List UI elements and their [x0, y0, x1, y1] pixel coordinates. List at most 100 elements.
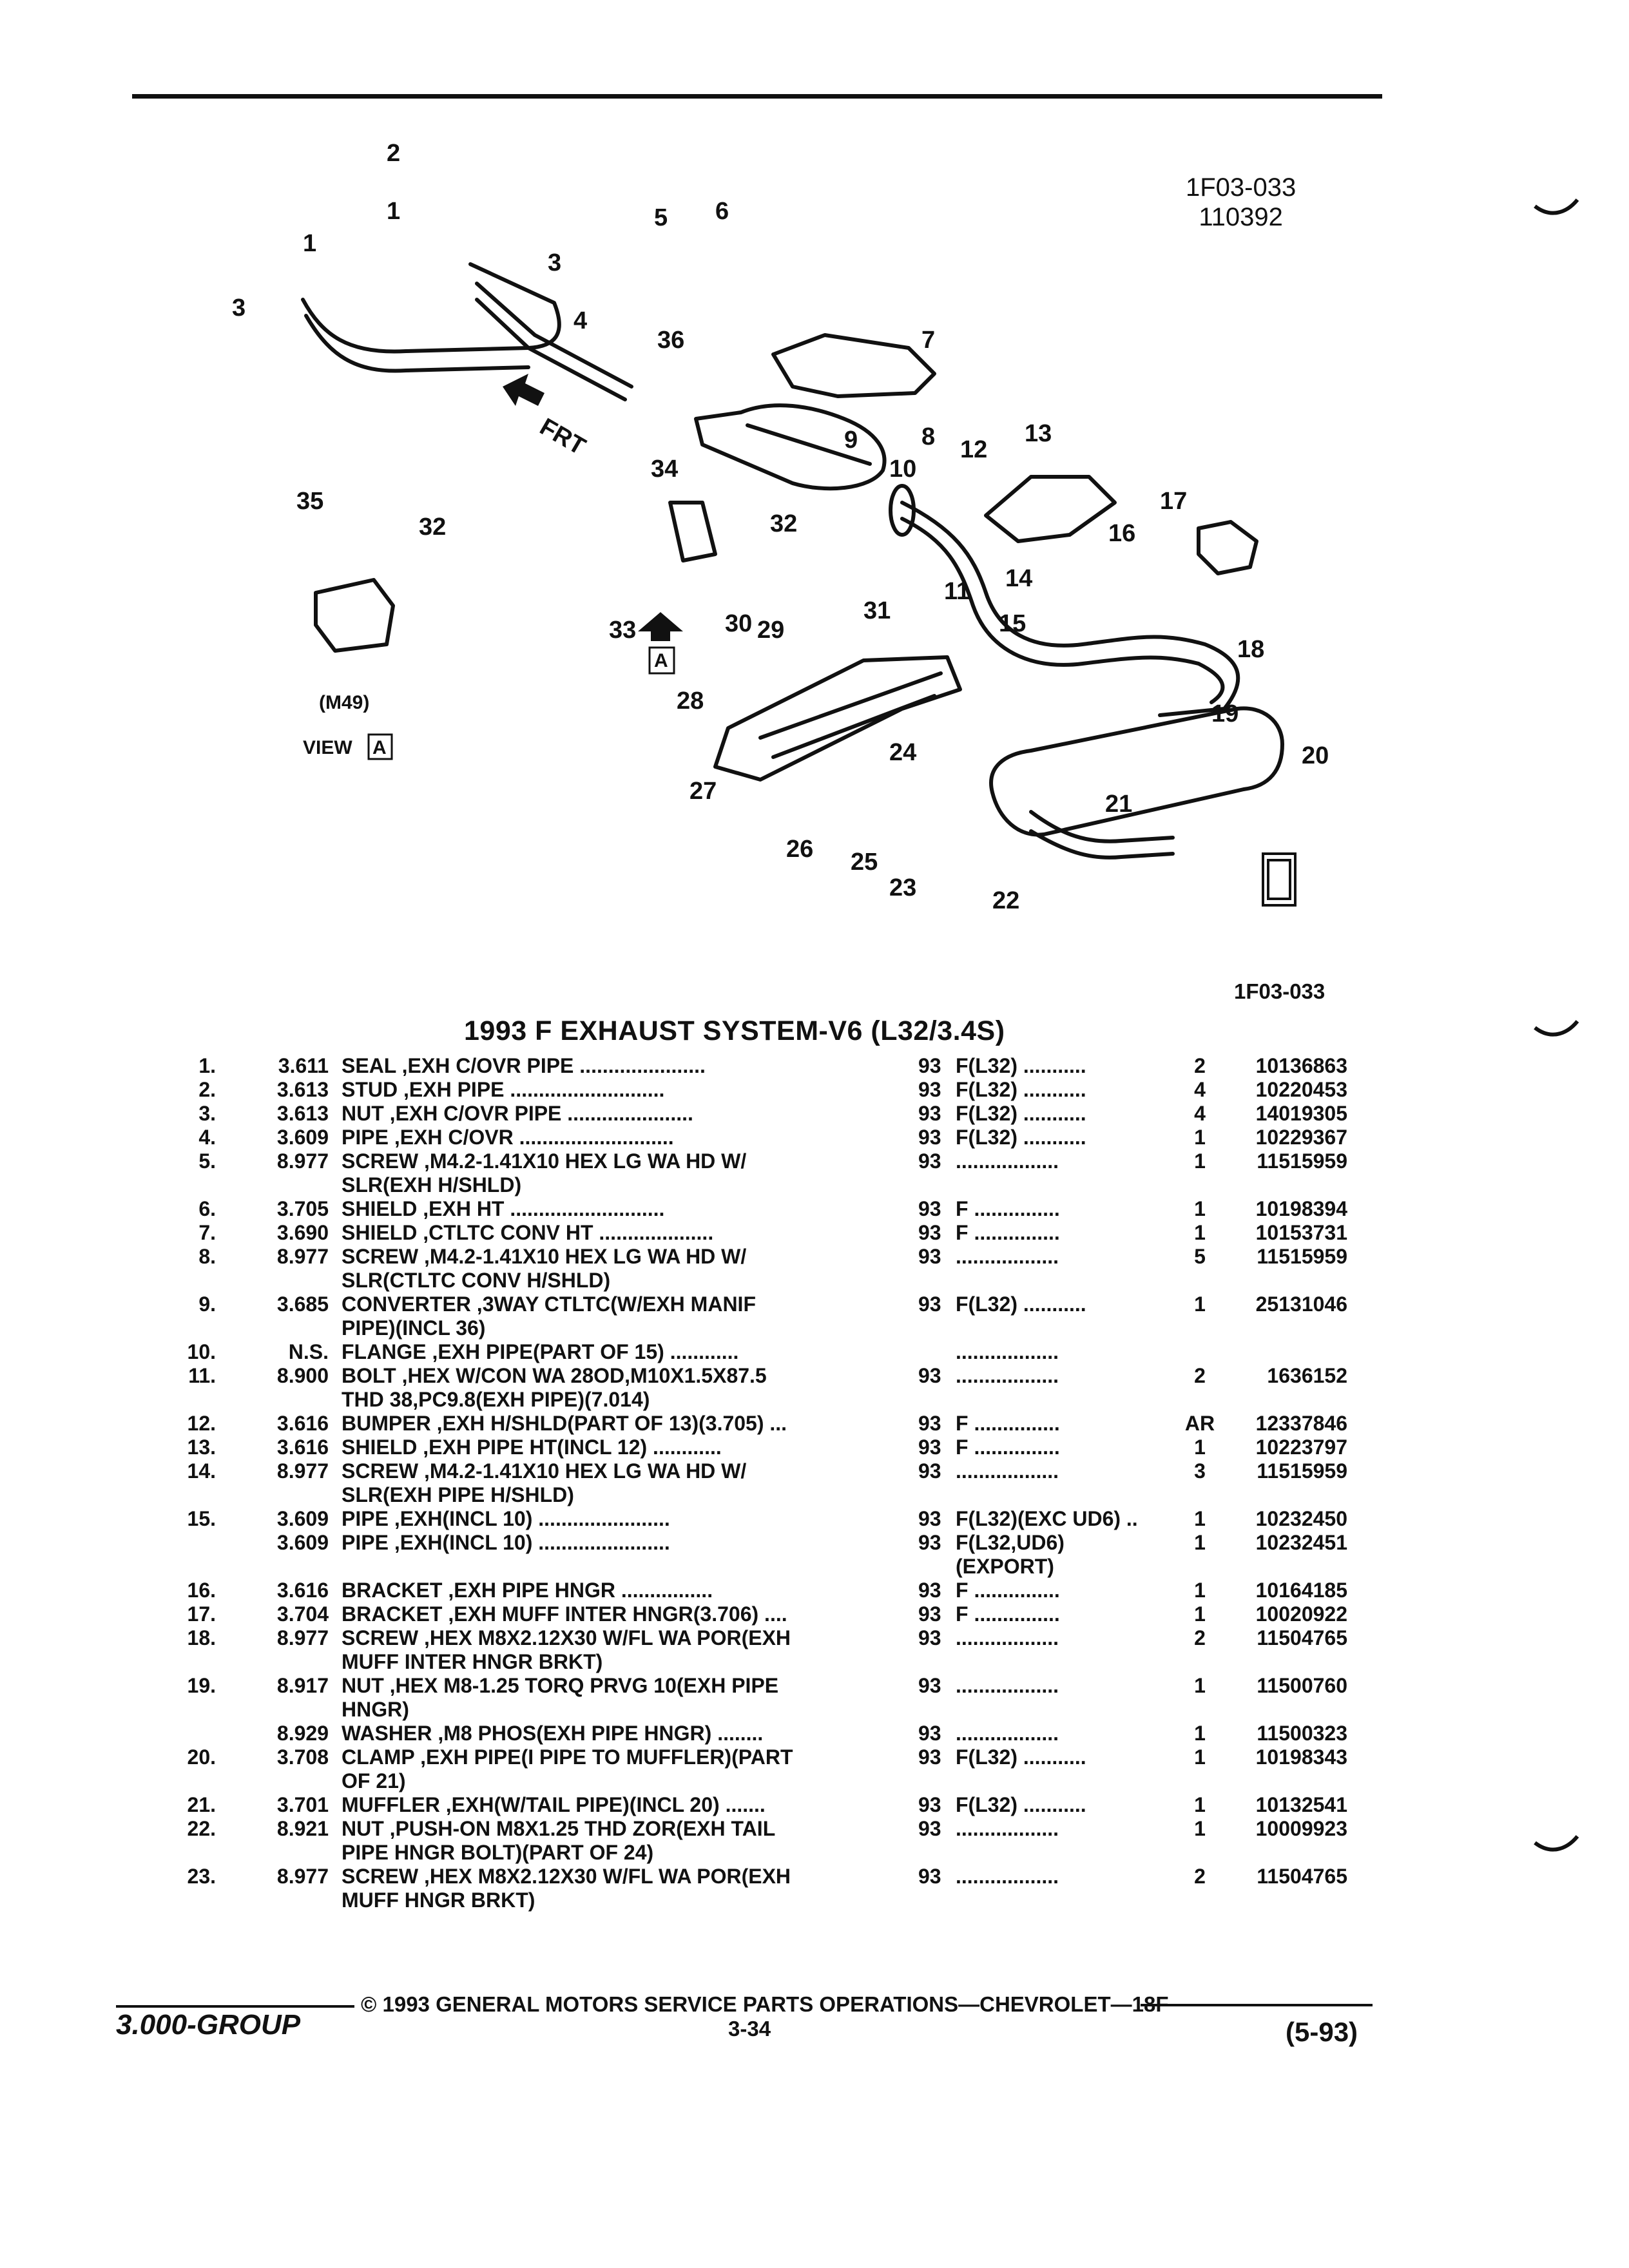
part-year: 93: [918, 1436, 941, 1459]
svg-text:24: 24: [889, 739, 916, 766]
part-description-line: PIPE ,EXH(INCL 10) .....................…: [342, 1507, 670, 1530]
part-group-code: 8.977: [276, 1459, 329, 1483]
part-description-line: SLR(EXH H/SHLD): [342, 1173, 522, 1196]
svg-text:10: 10: [889, 456, 916, 483]
part-description-line: SCREW ,M4.2-1.41X10 HEX LG WA HD W/: [342, 1149, 747, 1173]
part-description-line: SCREW ,HEX M8X2.12X30 W/FL WA POR(EXH: [342, 1626, 791, 1649]
svg-text:3: 3: [232, 294, 246, 322]
part-application: F ...............: [956, 1436, 1184, 1459]
figure-ref-code: 1F03-033: [1186, 173, 1296, 202]
part-quantity: 3: [1194, 1459, 1206, 1483]
part-description-line: MUFFLER ,EXH(W/TAIL PIPE)(INCL 20) .....…: [342, 1793, 766, 1816]
part-group-code: 3.701: [276, 1793, 329, 1816]
part-application: ..................: [956, 1364, 1184, 1388]
part-application-line: F(L32,UD6): [956, 1531, 1065, 1554]
part-description: SCREW ,M4.2-1.41X10 HEX LG WA HD W/SLR(E…: [342, 1149, 918, 1197]
part-description-line: CONVERTER ,3WAY CTLTC(W/EXH MANIF: [342, 1293, 756, 1316]
part-catalog-number: 10232450: [1255, 1507, 1347, 1530]
part-quantity: 1: [1194, 1507, 1206, 1530]
part-description: BRACKET ,EXH MUFF INTER HNGR(3.706) ....: [342, 1602, 918, 1626]
part-description: BRACKET ,EXH PIPE HNGR ................: [342, 1579, 918, 1602]
part-group-code: 3.613: [276, 1078, 329, 1101]
part-description: SHIELD ,CTLTC CONV HT ..................…: [342, 1221, 918, 1245]
part-application: F(L32) ...........: [956, 1054, 1184, 1078]
part-description-line: SHIELD ,EXH PIPE HT(INCL 12) ...........…: [342, 1436, 722, 1459]
part-description: BUMPER ,EXH H/SHLD(PART OF 13)(3.705) ..…: [342, 1412, 918, 1436]
footer-copyright: © 1993 GENERAL MOTORS SERVICE PARTS OPER…: [361, 1992, 1169, 2016]
part-group-code: 3.609: [276, 1126, 329, 1149]
svg-text:4: 4: [574, 307, 587, 334]
part-description-line: BRACKET ,EXH PIPE HNGR ................: [342, 1579, 713, 1602]
svg-text:29: 29: [757, 617, 784, 644]
part-application-line: F ...............: [956, 1602, 1060, 1626]
part-application: F ...............: [956, 1221, 1184, 1245]
part-year: 93: [918, 1221, 941, 1244]
part-description: STUD ,EXH PIPE .........................…: [342, 1078, 918, 1102]
footer-group: 3.000-GROUP: [116, 2009, 301, 2041]
part-group-code: 8.900: [276, 1364, 329, 1387]
part-catalog-number: 11515959: [1257, 1245, 1347, 1268]
part-quantity: 1: [1194, 1745, 1206, 1769]
part-application-line: F ...............: [956, 1436, 1060, 1459]
part-catalog-number: 11500760: [1257, 1674, 1347, 1697]
part-catalog-number: 10153731: [1255, 1221, 1347, 1244]
part-group-code: 3.609: [276, 1507, 329, 1530]
svg-text:36: 36: [657, 327, 684, 354]
svg-text:11: 11: [944, 578, 970, 605]
svg-text:21: 21: [1105, 791, 1132, 818]
part-year: 93: [918, 1674, 941, 1697]
part-catalog-number: 1636152: [1267, 1364, 1347, 1387]
intermediate-pipe-shape: [900, 501, 1240, 717]
part-group-code: 3.616: [276, 1579, 329, 1602]
part-quantity: 1: [1194, 1817, 1206, 1840]
part-application: ..................: [956, 1149, 1184, 1173]
svg-text:FRT: FRT: [535, 413, 590, 460]
part-catalog-number: 14019305: [1255, 1102, 1347, 1125]
part-description: SCREW ,M4.2-1.41X10 HEX LG WA HD W/SLR(C…: [342, 1245, 918, 1293]
part-year: 93: [918, 1149, 941, 1173]
part-description-line: CLAMP ,EXH PIPE(I PIPE TO MUFFLER)(PART: [342, 1745, 793, 1769]
svg-text:23: 23: [889, 874, 916, 901]
part-description: SHIELD ,EXH HT .........................…: [342, 1197, 918, 1221]
part-year: 93: [918, 1865, 941, 1888]
part-description-line: NUT ,HEX M8-1.25 TORQ PRVG 10(EXH PIPE: [342, 1674, 779, 1697]
muffler-hanger-shape: [1197, 520, 1258, 575]
part-application: ..................: [956, 1245, 1184, 1269]
part-catalog-number: 11515959: [1257, 1459, 1347, 1483]
part-catalog-number: 10009923: [1255, 1817, 1347, 1840]
part-number-index: 14.: [187, 1459, 216, 1483]
part-application-line: ..................: [956, 1722, 1059, 1745]
part-application: F(L32) ...........: [956, 1102, 1184, 1126]
svg-text:A: A: [654, 650, 668, 671]
part-application: ..................: [956, 1674, 1184, 1698]
part-year: 93: [918, 1745, 941, 1769]
part-description-line: NUT ,PUSH-ON M8X1.25 THD ZOR(EXH TAIL: [342, 1817, 776, 1840]
part-number-index: 13.: [187, 1436, 216, 1459]
part-number-index: 15.: [187, 1507, 216, 1530]
part-application-line: (EXPORT): [956, 1555, 1054, 1578]
part-quantity: 4: [1194, 1102, 1206, 1125]
part-application: F ...............: [956, 1602, 1184, 1626]
part-description: WASHER ,M8 PHOS(EXH PIPE HNGR) ........: [342, 1722, 918, 1745]
svg-text:32: 32: [419, 514, 446, 541]
page-title: 1993 F EXHAUST SYSTEM-V6 (L32/3.4S): [464, 1015, 1005, 1046]
part-group-code: 3.704: [276, 1602, 329, 1626]
part-description-line: SCREW ,M4.2-1.41X10 HEX LG WA HD W/: [342, 1245, 747, 1268]
svg-text:35: 35: [296, 488, 323, 515]
part-application: F ...............: [956, 1579, 1184, 1602]
part-quantity: AR: [1184, 1412, 1215, 1435]
part-description-line: HNGR): [342, 1698, 409, 1721]
part-catalog-number: 10198394: [1255, 1197, 1347, 1220]
part-application-line: ..................: [956, 1245, 1059, 1268]
part-description-line: SEAL ,EXH C/OVR PIPE ...................…: [342, 1054, 706, 1077]
part-group-code: 3.616: [276, 1436, 329, 1459]
svg-text:8: 8: [921, 423, 935, 450]
svg-text:34: 34: [651, 456, 678, 483]
svg-text:A: A: [372, 737, 387, 758]
